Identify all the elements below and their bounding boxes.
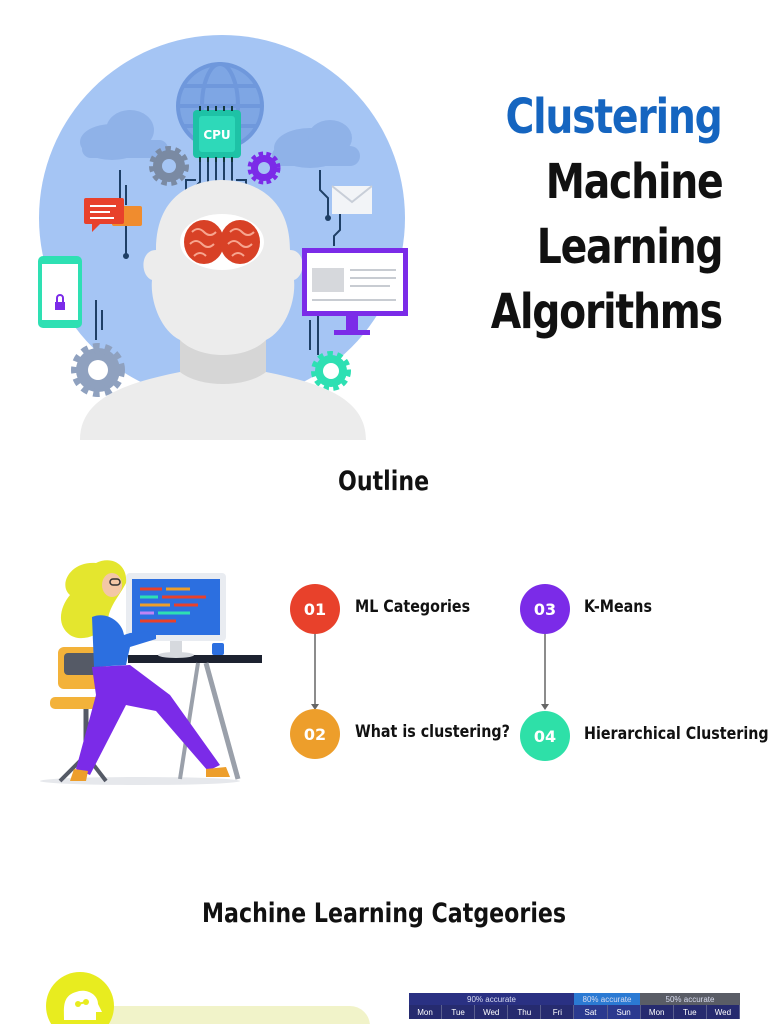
calendar-day: Fri xyxy=(541,1005,575,1019)
calendar-day: Sat xyxy=(574,1005,608,1019)
step-label-what-is-clustering[interactable]: What is clustering? xyxy=(355,722,510,742)
calendar-day: Mon xyxy=(409,1005,443,1019)
title-line-machine: Machine xyxy=(545,154,723,210)
calendar-day: Thu xyxy=(508,1005,542,1019)
calendar-day: Tue xyxy=(442,1005,476,1019)
calendar-group-90: 90% accurate xyxy=(409,993,574,1005)
title-accent: Clustering xyxy=(505,89,723,145)
step-number-01: 01 xyxy=(290,584,340,634)
calendar-group-50: 50% accurate xyxy=(640,993,740,1005)
step-label-k-means[interactable]: K-Means xyxy=(584,597,652,617)
cpu-label: CPU xyxy=(203,128,230,142)
calendar-group-80: 80% accurate xyxy=(574,993,640,1005)
person-at-computer-illustration xyxy=(40,560,262,785)
envelope-icon xyxy=(331,185,373,214)
calendar-day: Mon xyxy=(641,1005,674,1019)
outline-connectors xyxy=(311,634,549,710)
head-silhouette xyxy=(80,180,366,440)
calendar-day: Sun xyxy=(607,1005,641,1019)
accuracy-calendar: 90% accurate 80% accurate 50% accurate M… xyxy=(409,993,740,1033)
chat-bubble-icon xyxy=(84,198,142,232)
calendar-day: Tue xyxy=(674,1005,707,1019)
step-number-03: 03 xyxy=(520,584,570,634)
ai-head-icon xyxy=(63,990,102,1020)
calendar-days: Mon Tue Wed Thu Fri Sat Sun Mon Tue Wed xyxy=(409,1005,740,1019)
step-label-hierarchical-clustering[interactable]: Hierarchical Clustering xyxy=(584,724,768,744)
step-number-04: 04 xyxy=(520,711,570,761)
ai-head-badge xyxy=(46,972,370,1024)
calendar-day: Wed xyxy=(707,1005,740,1019)
ml-categories-heading: Machine Learning Catgeories xyxy=(0,898,768,929)
step-number-02: 02 xyxy=(290,709,340,759)
monitor-icon xyxy=(302,248,408,335)
cpu-chip-icon: CPU xyxy=(193,106,241,162)
calendar-header: 90% accurate 80% accurate 50% accurate xyxy=(409,993,740,1005)
gear-icon xyxy=(71,146,351,397)
step-label-ml-categories[interactable]: ML Categories xyxy=(355,597,471,617)
ml-categories-heading-text: Machine Learning Catgeories xyxy=(201,898,567,929)
calendar-day: Wed xyxy=(475,1005,509,1019)
ai-brain-illustration: CPU xyxy=(38,35,408,440)
phone-icon xyxy=(38,256,82,328)
cloud-icon xyxy=(80,110,360,168)
title-line-learning: Learning xyxy=(536,219,723,275)
outline-heading: Outline xyxy=(0,466,768,497)
title-line-algorithms: Algorithms xyxy=(490,284,723,340)
brain-icon xyxy=(180,214,264,270)
outline-heading-text: Outline xyxy=(338,466,430,497)
